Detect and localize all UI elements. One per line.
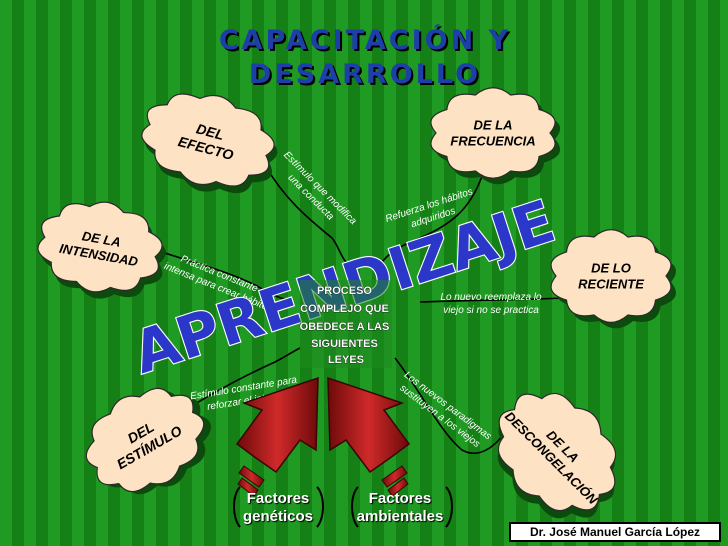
cloud-reciente-shape — [550, 229, 672, 323]
connector-label-reciente: Lo nuevo reemplaza lo viejo si no se prac… — [440, 292, 542, 316]
line-frecuencia — [381, 175, 483, 263]
connector-lines — [149, 164, 567, 454]
arrow-left — [235, 376, 319, 497]
cloud-estimulo: DELESTÍMULO — [85, 387, 211, 495]
connector-label-reciente-line-2: viejo si no se practica — [443, 305, 539, 316]
cloud-intensidad-line-1: DE LA — [81, 228, 122, 250]
factor-geneticos: Factores genéticos — [230, 490, 326, 526]
arrows — [235, 376, 411, 497]
line-efecto — [264, 164, 347, 263]
cloud-reciente-line-2: RECIENTE — [578, 277, 644, 292]
cloud-intensidad-shape — [37, 201, 163, 293]
center-block: PROCESO COMPLEJO QUE OBEDECE A LAS SIGUI… — [299, 280, 393, 368]
cloud-estimulo-shape — [85, 387, 205, 493]
center-text: PROCESO COMPLEJO QUE OBEDECE A LAS SIGUI… — [300, 285, 393, 366]
line-desconge — [394, 357, 511, 454]
cloud-desconge-shape — [497, 392, 617, 512]
factor-geneticos-line-2: genéticos — [242, 508, 314, 525]
line-reciente — [419, 297, 567, 303]
factor-ambientales-line-1: Factores — [368, 490, 432, 507]
center-line-5: LEYES — [328, 354, 364, 366]
connector-label-reciente-line-1: Lo nuevo reemplaza lo — [440, 292, 542, 303]
cloud-frecuencia-shape — [430, 87, 556, 179]
center-line-4: SIGUIENTES — [311, 338, 378, 350]
author-credit: Dr. José Manuel García López — [509, 522, 721, 542]
factor-ambientales: Factores ambientales — [352, 490, 448, 526]
cloud-desconge: DE LADESCONGELACIÓN — [497, 392, 617, 519]
factor-brackets — [233, 486, 453, 528]
center-line-1: PROCESO — [317, 285, 372, 297]
cloud-frecuencia-line-1: DE LA — [474, 118, 513, 133]
factor-geneticos-line-1: Factores — [246, 490, 310, 507]
center-line-2: COMPLEJO QUE — [300, 303, 389, 315]
cloud-frecuencia-line-2: FRECUENCIA — [450, 134, 535, 149]
cloud-intensidad: DE LAINTENSIDAD — [37, 201, 166, 299]
cloud-efecto: DELEFECTO — [141, 93, 278, 194]
cloud-efecto-shape — [141, 93, 275, 187]
cloud-efecto-line-1: DEL — [195, 120, 226, 143]
factor-ambientales-line-2: ambientales — [356, 508, 444, 525]
slide-title: CAPACITACIÓN Y DESARROLLO — [180, 24, 550, 92]
arrow-right — [327, 376, 411, 497]
line-intensidad — [149, 247, 289, 301]
cloud-reciente-line-1: DE LO — [591, 261, 631, 276]
title-line-2: DESARROLLO — [248, 59, 482, 90]
title-line-1: CAPACITACIÓN Y — [218, 25, 512, 56]
center-line-3: OBEDECE A LAS — [300, 321, 390, 333]
